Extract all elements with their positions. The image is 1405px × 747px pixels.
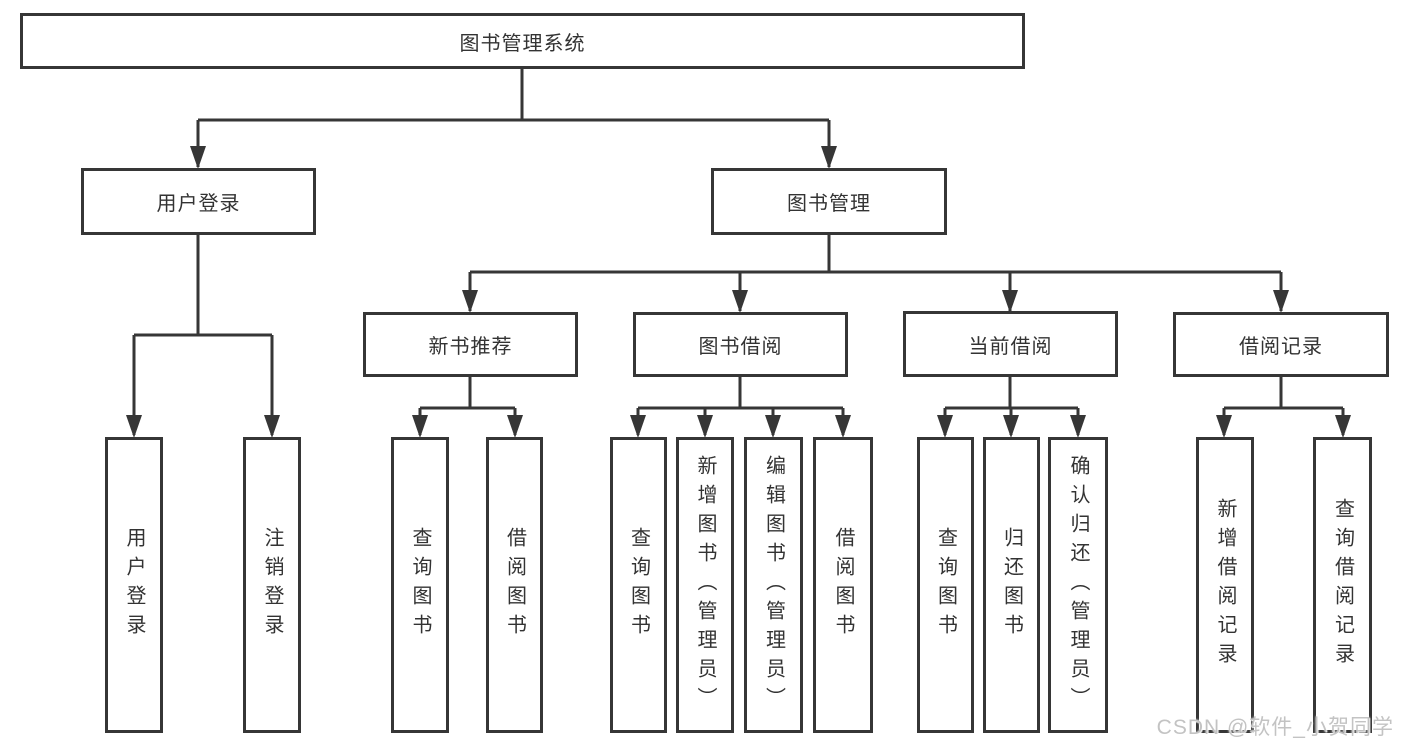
leaf-label: 借阅图书 bbox=[503, 527, 526, 643]
node-root: 图书管理系统 bbox=[20, 13, 1025, 69]
node-book-borrow: 图书借阅 bbox=[633, 312, 848, 377]
leaf-confirm-return-admin: 确认归还（管理员） bbox=[1048, 437, 1108, 733]
node-user-login-module: 用户登录 bbox=[81, 168, 316, 235]
leaf-label: 归还图书 bbox=[1000, 527, 1023, 643]
leaf-label: 新增图书（管理员） bbox=[694, 454, 716, 716]
leaf-add-books-admin: 新增图书（管理员） bbox=[676, 437, 734, 733]
leaf-query-books-2: 查询图书 bbox=[610, 437, 667, 733]
csdn-watermark: CSDN @软件_小贺同学 bbox=[1156, 716, 1394, 739]
node-label: 新书推荐 bbox=[428, 336, 513, 358]
leaf-label: 查询图书 bbox=[627, 527, 650, 643]
leaf-label: 用户登录 bbox=[123, 527, 145, 643]
leaf-label: 查询图书 bbox=[409, 527, 431, 643]
leaf-add-borrow-record: 新增借阅记录 bbox=[1196, 437, 1254, 733]
node-label: 图书借阅 bbox=[698, 336, 783, 358]
leaf-user-login: 用户登录 bbox=[105, 437, 163, 733]
leaf-query-borrow-record: 查询借阅记录 bbox=[1313, 437, 1372, 733]
leaf-borrow-books-1: 借阅图书 bbox=[486, 437, 543, 733]
node-label: 图书管理 bbox=[787, 193, 871, 215]
tree-edges bbox=[132, 68, 1345, 435]
leaf-label: 注销登录 bbox=[261, 527, 283, 643]
leaf-edit-books-admin: 编辑图书（管理员） bbox=[744, 437, 803, 733]
leaf-query-books-3: 查询图书 bbox=[917, 437, 974, 733]
node-label: 用户登录 bbox=[156, 193, 241, 215]
arrowheads bbox=[126, 146, 1351, 438]
leaf-query-books-1: 查询图书 bbox=[391, 437, 449, 733]
leaf-label: 查询借阅记录 bbox=[1331, 498, 1354, 672]
node-borrow-records: 借阅记录 bbox=[1173, 312, 1389, 377]
node-book-management-module: 图书管理 bbox=[711, 168, 947, 235]
node-new-book-recommend: 新书推荐 bbox=[363, 312, 578, 377]
node-current-borrow: 当前借阅 bbox=[903, 311, 1118, 377]
leaf-label: 新增借阅记录 bbox=[1214, 498, 1236, 672]
leaf-label: 查询图书 bbox=[934, 527, 957, 643]
leaf-label: 借阅图书 bbox=[832, 527, 854, 643]
node-root-label: 图书管理系统 bbox=[459, 32, 586, 55]
node-label: 借阅记录 bbox=[1239, 336, 1323, 358]
leaf-return-books: 归还图书 bbox=[983, 437, 1040, 733]
leaf-label: 确认归还（管理员） bbox=[1067, 454, 1089, 716]
node-label: 当前借阅 bbox=[968, 335, 1053, 358]
leaf-label: 编辑图书（管理员） bbox=[762, 454, 785, 716]
leaf-logout: 注销登录 bbox=[243, 437, 301, 733]
leaf-borrow-books-2: 借阅图书 bbox=[813, 437, 873, 733]
